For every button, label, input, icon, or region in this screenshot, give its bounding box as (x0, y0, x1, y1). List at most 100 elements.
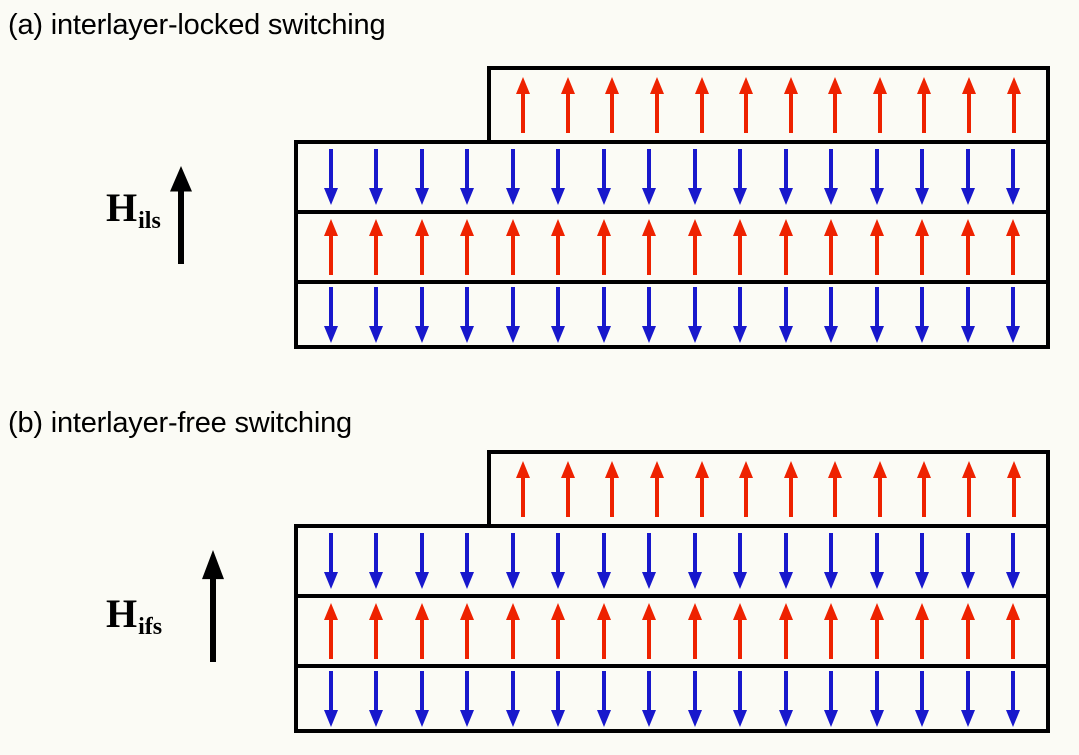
spin-arrow-down-icon (778, 286, 794, 343)
spin-arrow-up-icon (414, 603, 430, 659)
spin-arrow-down-icon (414, 149, 430, 205)
spin-arrow-down-icon (732, 670, 748, 727)
field-subscript: ifs (138, 614, 163, 641)
spin-arrow-down-icon (596, 149, 612, 205)
spin-arrow-up-icon (783, 461, 799, 517)
spin-arrow-down-icon (914, 149, 930, 205)
spin-arrow-up-icon (1006, 461, 1022, 517)
spin-arrow-down-icon (778, 670, 794, 727)
panel-a-top-layer (487, 66, 1050, 144)
field-arrow-up-icon (200, 550, 226, 662)
spin-arrow-up-icon (738, 77, 754, 133)
spin-arrow-down-icon (687, 286, 703, 343)
spin-arrow-down-icon (1005, 286, 1021, 343)
spin-arrow-down-icon (778, 149, 794, 205)
spin-arrow-up-icon (515, 77, 531, 133)
spin-arrow-down-icon (732, 286, 748, 343)
panel-a-layer-3 (294, 210, 1050, 284)
spin-arrow-down-icon (596, 533, 612, 589)
spin-arrow-down-icon (914, 533, 930, 589)
spin-arrow-up-icon (505, 603, 521, 659)
spin-arrow-down-icon (368, 286, 384, 343)
spin-arrow-up-icon (505, 219, 521, 275)
spin-arrow-down-icon (1005, 149, 1021, 205)
spin-arrow-down-icon (687, 533, 703, 589)
spin-arrow-up-icon (550, 219, 566, 275)
spin-arrow-down-icon (550, 286, 566, 343)
spin-arrow-up-icon (916, 461, 932, 517)
spin-arrow-down-icon (960, 533, 976, 589)
spin-arrow-up-icon (778, 219, 794, 275)
spin-arrow-down-icon (368, 533, 384, 589)
panel-a-caption: (a) interlayer-locked switching (8, 9, 386, 41)
panel-a-layer-4 (294, 280, 1050, 349)
spin-arrow-up-icon (550, 603, 566, 659)
spin-arrow-down-icon (505, 149, 521, 205)
panel-a-layer-2 (294, 140, 1050, 214)
field-arrow-up-icon (168, 166, 194, 264)
spin-arrow-up-icon (687, 603, 703, 659)
spin-arrow-down-icon (414, 533, 430, 589)
spin-arrow-up-icon (869, 603, 885, 659)
field-subscript: ils (138, 208, 161, 235)
spin-arrow-down-icon (1005, 670, 1021, 727)
spin-arrow-down-icon (914, 286, 930, 343)
spin-arrow-down-icon (869, 533, 885, 589)
spin-arrow-up-icon (960, 219, 976, 275)
spin-arrow-down-icon (823, 533, 839, 589)
spin-arrow-down-icon (960, 286, 976, 343)
spin-arrow-down-icon (596, 286, 612, 343)
spin-arrow-up-icon (323, 603, 339, 659)
spin-arrow-down-icon (323, 149, 339, 205)
spin-arrow-down-icon (869, 286, 885, 343)
spin-arrow-down-icon (414, 286, 430, 343)
spin-arrow-down-icon (368, 149, 384, 205)
spin-arrow-down-icon (869, 670, 885, 727)
spin-arrow-down-icon (323, 670, 339, 727)
spin-arrow-down-icon (823, 286, 839, 343)
spin-arrow-up-icon (641, 219, 657, 275)
spin-arrow-up-icon (823, 603, 839, 659)
spin-arrow-up-icon (1005, 603, 1021, 659)
field-symbol: H (106, 591, 138, 636)
spin-arrow-up-icon (1005, 219, 1021, 275)
spin-arrow-down-icon (641, 286, 657, 343)
spin-arrow-down-icon (960, 670, 976, 727)
spin-arrow-up-icon (596, 219, 612, 275)
spin-arrow-up-icon (961, 461, 977, 517)
spin-arrow-down-icon (459, 149, 475, 205)
spin-arrow-up-icon (694, 461, 710, 517)
spin-arrow-up-icon (459, 219, 475, 275)
spin-arrow-up-icon (604, 461, 620, 517)
spin-arrow-up-icon (914, 603, 930, 659)
spin-arrow-down-icon (778, 533, 794, 589)
spin-arrow-up-icon (827, 461, 843, 517)
spin-arrow-up-icon (687, 219, 703, 275)
spin-arrow-up-icon (515, 461, 531, 517)
spin-arrow-up-icon (641, 603, 657, 659)
spin-arrow-up-icon (872, 461, 888, 517)
spin-arrow-up-icon (649, 461, 665, 517)
spin-arrow-down-icon (459, 286, 475, 343)
spin-arrow-up-icon (914, 219, 930, 275)
spin-arrow-down-icon (459, 670, 475, 727)
spin-arrow-up-icon (560, 77, 576, 133)
field-symbol: H (106, 185, 138, 230)
spin-arrow-up-icon (960, 603, 976, 659)
spin-arrow-up-icon (323, 219, 339, 275)
spin-arrow-up-icon (596, 603, 612, 659)
panel-b-layer-2 (294, 524, 1050, 598)
spin-arrow-down-icon (869, 149, 885, 205)
spin-arrow-down-icon (687, 149, 703, 205)
spin-arrow-down-icon (459, 533, 475, 589)
panel-b-caption: (b) interlayer-free switching (8, 407, 352, 439)
panel-b-layer-3 (294, 594, 1050, 668)
spin-arrow-down-icon (823, 149, 839, 205)
spin-arrow-up-icon (738, 461, 754, 517)
spin-arrow-down-icon (505, 533, 521, 589)
spin-arrow-down-icon (641, 149, 657, 205)
spin-arrow-down-icon (550, 533, 566, 589)
spin-arrow-down-icon (550, 149, 566, 205)
